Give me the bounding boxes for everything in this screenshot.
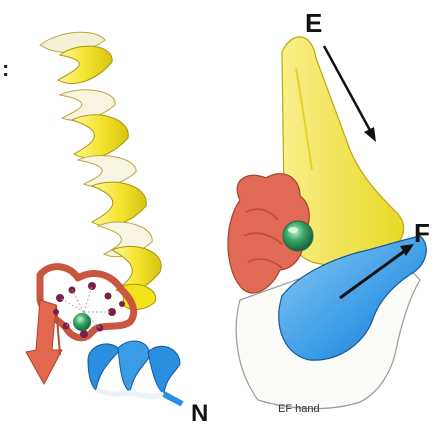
ef-hand-illustration <box>228 37 426 409</box>
ribbon-model <box>26 32 182 404</box>
label-e: E <box>305 10 322 36</box>
calcium-ion-right <box>283 221 313 251</box>
calcium-ion-left <box>73 313 91 331</box>
label-f: F <box>414 220 430 246</box>
label-n: N <box>191 402 208 426</box>
helix-f-ribbon <box>88 341 182 404</box>
label-ef-hand: EF hand <box>278 404 320 415</box>
stray-mark: : <box>2 58 9 80</box>
